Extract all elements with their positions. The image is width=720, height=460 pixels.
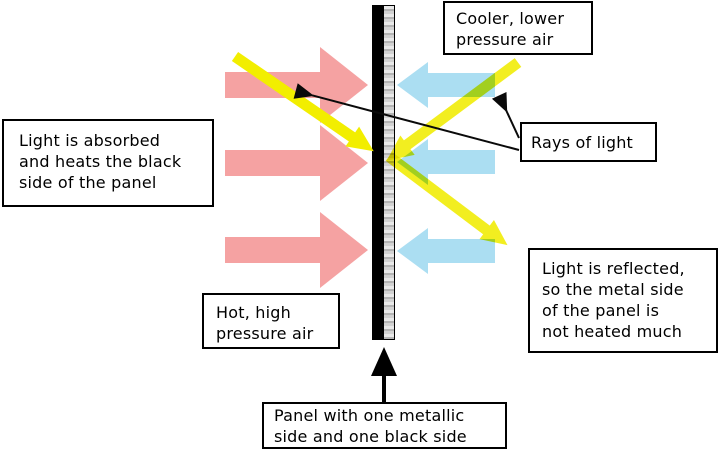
label-line: Panel with one metallic bbox=[274, 406, 465, 425]
cool-air-arrow-body bbox=[427, 150, 495, 174]
up-arrowhead-icon bbox=[371, 347, 397, 376]
solar-panel bbox=[372, 5, 395, 340]
label-line: Cooler, lower bbox=[456, 9, 565, 28]
panel-black-side bbox=[373, 6, 384, 339]
cool-air-arrow-head bbox=[397, 62, 428, 108]
label-line: so the metal side bbox=[542, 280, 684, 299]
cooler-air-label-box: Cooler, lower pressure air bbox=[443, 1, 593, 55]
label-line: side and one black side bbox=[274, 427, 467, 446]
label-line: side of the panel bbox=[19, 173, 157, 192]
hot-air-arrow-body bbox=[225, 237, 321, 263]
rays-pointer-right-icon bbox=[491, 92, 520, 139]
absorbed-label-box: Light is absorbed and heats the black si… bbox=[2, 119, 214, 207]
hot-air-arrow-bottom bbox=[225, 212, 368, 288]
rays-of-light-label-box: Rays of light bbox=[520, 122, 657, 162]
reflected-label-box: Light is reflected, so the metal side of… bbox=[528, 248, 718, 353]
label-line: Light is reflected, bbox=[542, 259, 685, 278]
label-line: Hot, high bbox=[216, 303, 291, 322]
cool-air-arrow-bottom bbox=[397, 228, 495, 274]
hot-air-arrow-head bbox=[320, 47, 368, 123]
panel-metal-side bbox=[384, 6, 394, 339]
up-arrow-stem bbox=[382, 374, 386, 402]
label-line: Light is absorbed bbox=[19, 131, 161, 150]
pointer-arrowhead-icon bbox=[491, 92, 515, 116]
cool-air-arrow-head bbox=[397, 228, 428, 274]
label-line: Rays of light bbox=[531, 132, 634, 152]
pointer-shaft bbox=[505, 109, 520, 139]
cool-air-arrow-body bbox=[427, 239, 495, 263]
panel-label-box: Panel with one metallic side and one bla… bbox=[262, 402, 507, 449]
label-line: and heats the black bbox=[19, 152, 182, 171]
hot-air-arrow-body bbox=[225, 150, 321, 176]
label-line: pressure air bbox=[456, 30, 554, 49]
hot-air-label-box: Hot, high pressure air bbox=[202, 293, 340, 349]
label-line: pressure air bbox=[216, 324, 314, 343]
label-line: not heated much bbox=[542, 322, 683, 341]
hot-air-arrow-head bbox=[320, 212, 368, 288]
label-line: of the panel is bbox=[542, 301, 660, 320]
